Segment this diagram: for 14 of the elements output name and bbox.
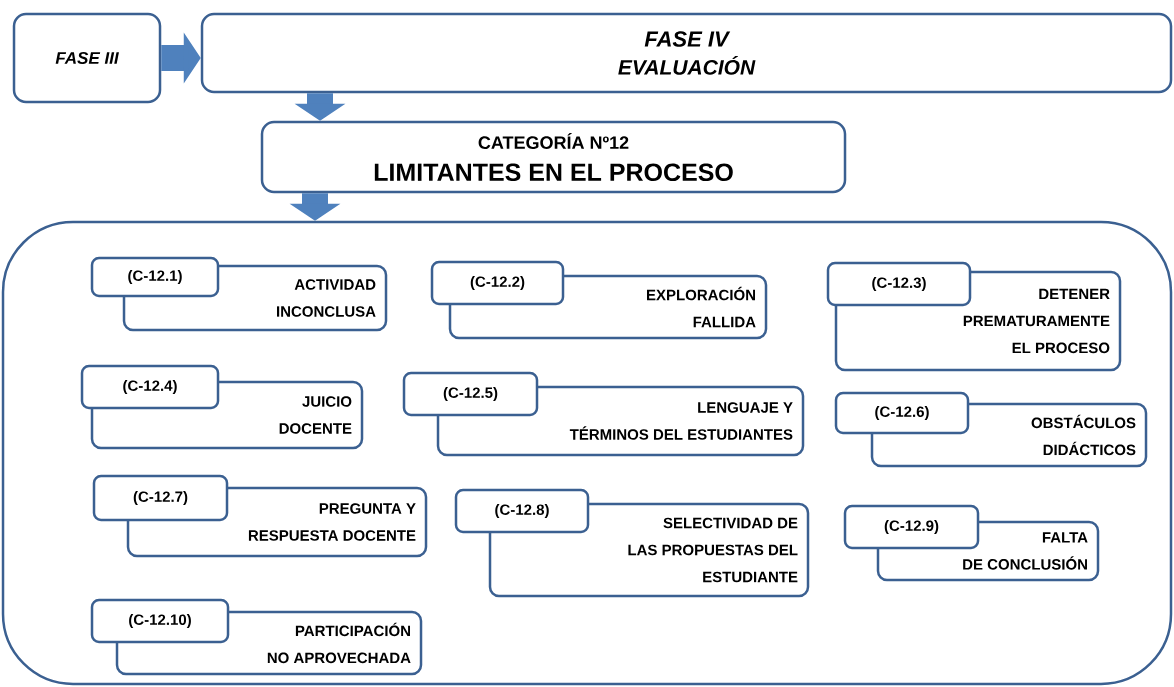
code-tab: (C-12.3) <box>826 261 972 307</box>
code-tab: (C-12.6) <box>834 391 970 435</box>
code-tab: (C-12.5) <box>402 371 539 417</box>
code-tab: (C-12.7) <box>92 474 229 522</box>
code-tab: (C-12.1) <box>90 256 220 298</box>
code-tab: (C-12.9) <box>843 504 980 550</box>
code-tab: (C-12.8) <box>454 488 590 534</box>
code-tab: (C-12.2) <box>430 260 565 306</box>
phase-header-box: FASE IV EVALUACIÓN <box>200 12 1173 94</box>
phase-box: FASE III <box>12 12 162 104</box>
code-tab: (C-12.4) <box>80 364 220 410</box>
code-tab: (C-12.10) <box>90 598 230 644</box>
panel-outline <box>1 220 1173 686</box>
category-box: CATEGORÍA Nº12 LIMITANTES EN EL PROCESO <box>260 120 847 194</box>
